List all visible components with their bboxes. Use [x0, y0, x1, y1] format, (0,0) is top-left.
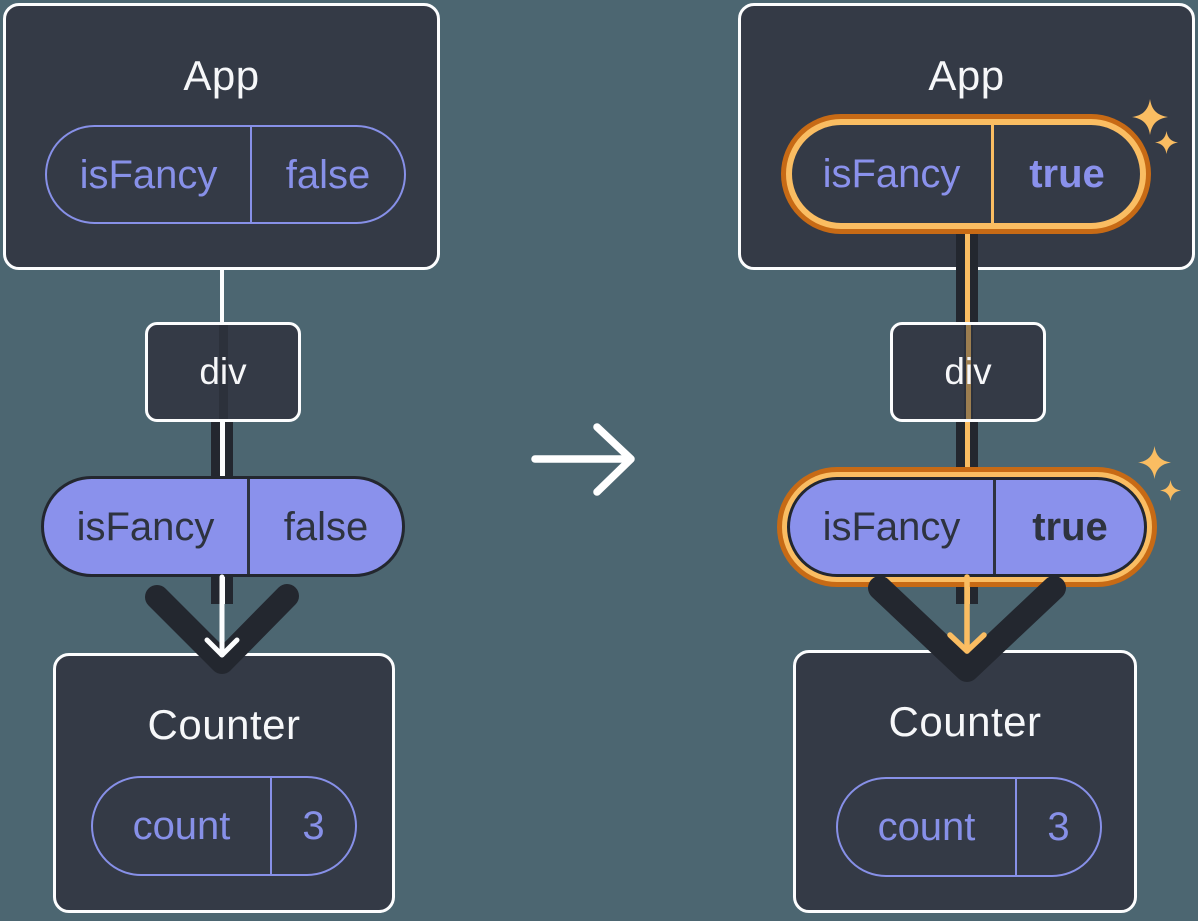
sparkle-icon: [1132, 99, 1168, 135]
app-title: App: [928, 52, 1005, 99]
prop-value-cell: true: [991, 125, 1140, 223]
prop-name-cell: isFancy: [822, 152, 961, 196]
counter-state-pill: count 3: [836, 777, 1102, 877]
div-node: div: [145, 322, 301, 422]
counter-card: Counter count 3: [793, 650, 1137, 913]
flow-arrow-icon: [868, 574, 1066, 682]
state-name-cell: count: [132, 804, 231, 848]
counter-card: Counter count 3: [53, 653, 395, 913]
counter-title: Counter: [147, 701, 301, 748]
transform-arrow-icon: [531, 423, 635, 496]
counter-state-pill: count 3: [91, 776, 357, 876]
app-card: App isFancy false: [3, 3, 440, 270]
flow-arrow-icon: [145, 574, 299, 674]
app-prop-pill-highlighted: isFancy true: [786, 119, 1146, 229]
counter-title: Counter: [888, 698, 1042, 745]
div-node: div: [890, 322, 1046, 422]
prop-name-cell: isFancy: [76, 504, 215, 549]
sparkle-icon: [1138, 446, 1171, 479]
passed-prop-pill: isFancy false: [41, 476, 405, 577]
state-value-cell: 3: [1015, 779, 1100, 875]
pass-through-line: [218, 325, 228, 419]
prop-name-cell: isFancy: [822, 505, 961, 549]
div-label: div: [199, 351, 247, 392]
sparkle-icon: [1155, 131, 1178, 154]
state-value-cell: 3: [270, 778, 355, 874]
prop-name-cell: isFancy: [79, 152, 218, 197]
prop-value-cell: true: [993, 480, 1144, 574]
div-label: div: [944, 351, 992, 392]
app-title: App: [183, 52, 260, 99]
app-to-div-connector: [220, 268, 224, 324]
passed-prop-pill-highlighted: isFancy true: [787, 477, 1147, 577]
state-name-cell: count: [877, 805, 976, 849]
sparkle-icon: [1160, 480, 1181, 501]
prop-value-cell: false: [247, 479, 402, 574]
app-prop-pill: isFancy false: [45, 125, 406, 224]
prop-value-cell: false: [250, 127, 404, 222]
pass-through-line: [963, 325, 973, 419]
